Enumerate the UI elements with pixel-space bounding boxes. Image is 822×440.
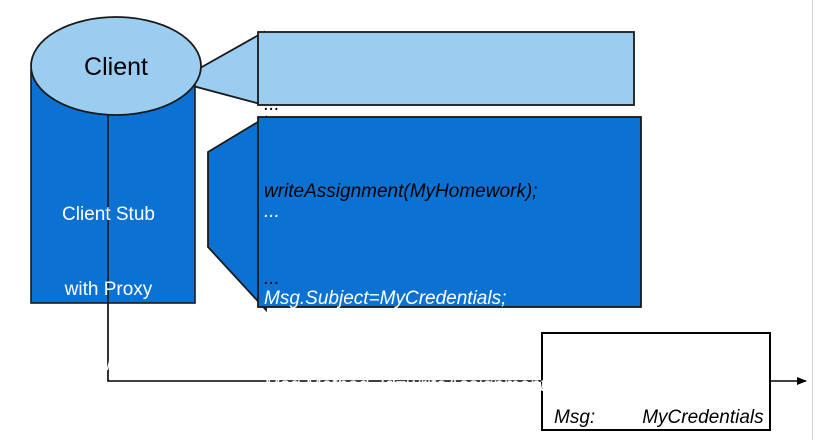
callout-top-group	[192, 30, 635, 107]
client-ellipse	[30, 16, 202, 116]
callout-bottom-tail	[207, 115, 267, 313]
message-flow-connector	[107, 303, 807, 385]
message-box	[541, 332, 771, 431]
callout-bottom-group	[207, 115, 642, 313]
callout-top-tail	[192, 30, 265, 107]
callout-top-box	[257, 31, 635, 106]
callout-bottom-box	[257, 116, 642, 308]
